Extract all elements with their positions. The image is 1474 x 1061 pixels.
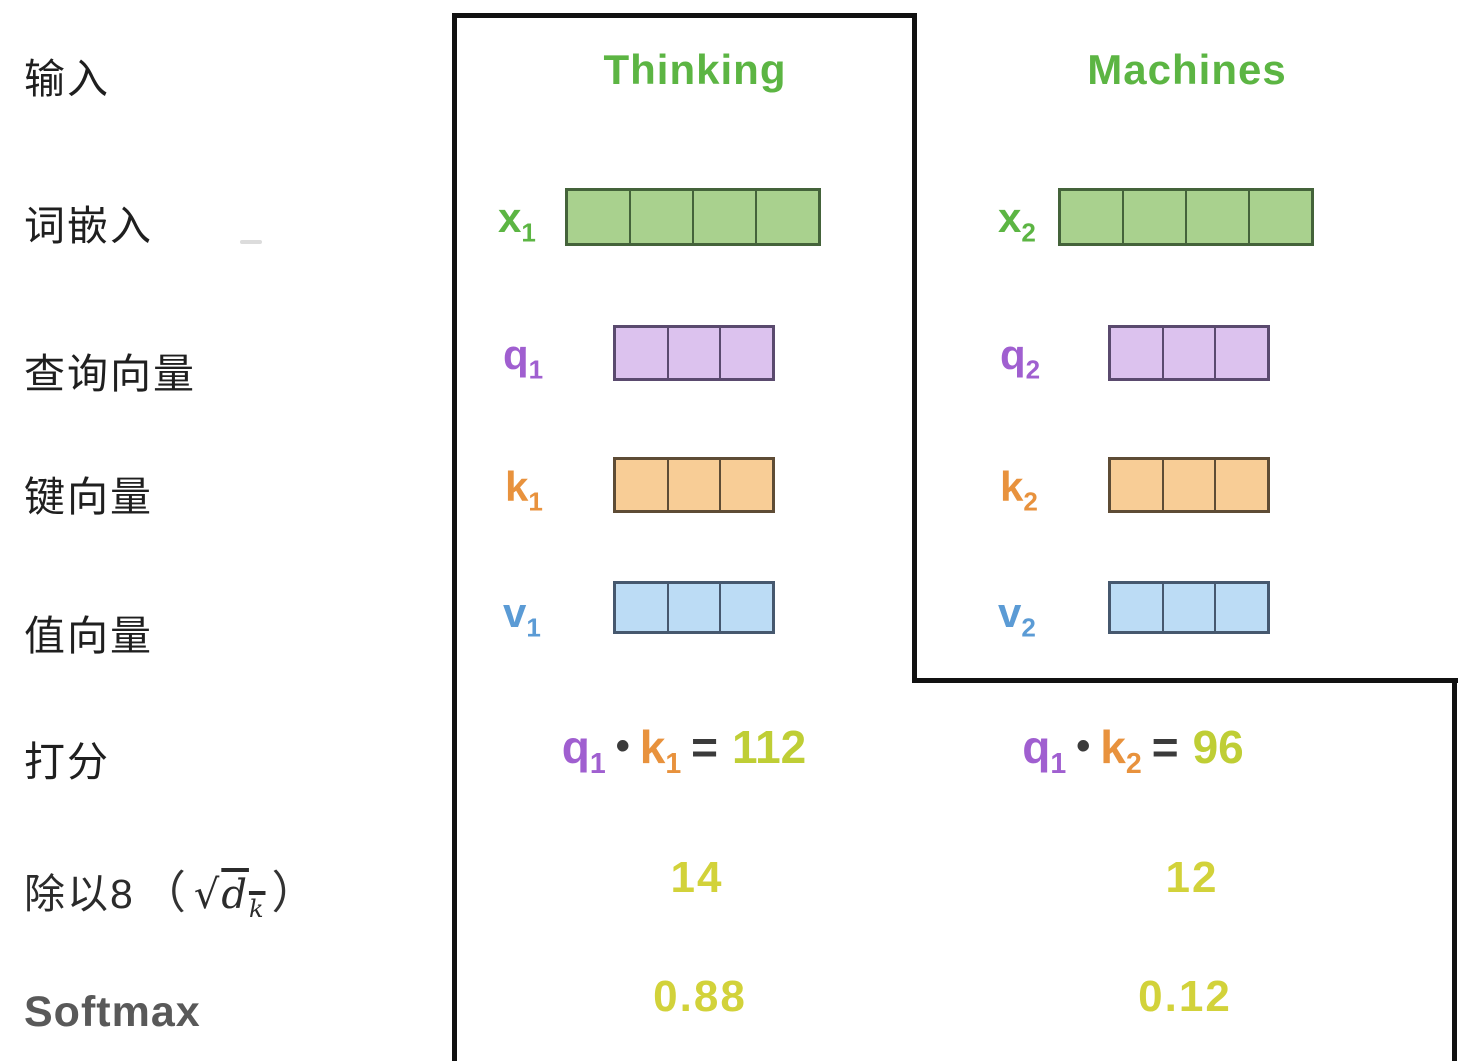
v2-label: v2 [998, 589, 1036, 643]
equals-sign: = [691, 721, 719, 773]
q2-vector [1108, 325, 1270, 381]
vector-cell [1111, 328, 1164, 378]
vector-cell [668, 460, 722, 510]
vector-cell [568, 191, 631, 243]
k1-vector [613, 457, 775, 513]
vector-cell [1111, 584, 1164, 631]
softmax-value-machines: 0.12 [1138, 972, 1232, 1021]
sqrt-dk-formula: √dk [193, 872, 266, 923]
dot-operator: • [615, 724, 630, 768]
divided-value-thinking: 14 [670, 853, 724, 902]
vector-cell [694, 191, 757, 243]
vector-cell [757, 191, 818, 243]
vector-cell [616, 584, 669, 631]
vector-cell [1187, 191, 1250, 243]
scan-artifact [240, 240, 262, 244]
dot-operator: • [1076, 724, 1091, 768]
row-label-embedding: 词嵌入 [24, 203, 153, 249]
vector-cell [1124, 191, 1187, 243]
vector-cell [721, 460, 773, 510]
v1-label: v1 [503, 589, 541, 643]
row-label-divide: 除以8（√dk） [24, 856, 325, 923]
vector-cell [1216, 460, 1268, 510]
frame-left-vertical [452, 13, 457, 1061]
q2-label: q2 [1000, 331, 1041, 385]
sqrt-sub: k [248, 895, 266, 923]
vector-cell [1163, 460, 1217, 510]
vector-cell [721, 328, 773, 378]
row-label-value: 值向量 [24, 613, 153, 659]
v2-vector [1108, 581, 1270, 634]
vector-cell [1111, 460, 1164, 510]
vector-cell [1216, 584, 1268, 631]
x2-vector [1058, 188, 1314, 246]
row-label-query: 查询向量 [24, 351, 196, 397]
k2-vector [1108, 457, 1270, 513]
column-title-machines: Machines [1087, 46, 1287, 93]
vector-cell [1163, 328, 1217, 378]
row-label-softmax: Softmax [24, 988, 201, 1036]
row-label-input: 输入 [24, 56, 110, 102]
vector-cell [1216, 328, 1268, 378]
score-machines: q1•k2=96 [1022, 721, 1244, 781]
equals-sign: = [1151, 721, 1179, 773]
vector-cell [631, 191, 694, 243]
row-label-score: 打分 [24, 739, 110, 785]
vector-cell [616, 460, 669, 510]
frame-mid-horizontal [912, 678, 1458, 683]
sqrt-base: d [221, 872, 249, 918]
vector-cell [1250, 191, 1311, 243]
sqrt-sign: √ [193, 872, 222, 918]
score-value: 112 [732, 721, 807, 773]
close-paren: ） [271, 867, 319, 918]
frame-top-horizontal [452, 13, 917, 18]
vector-cell [1163, 584, 1217, 631]
column-title-thinking: Thinking [603, 46, 787, 93]
x1-label: x1 [498, 194, 536, 248]
divide-text: 除以8 [24, 871, 135, 917]
q1-vector [613, 325, 775, 381]
frame-mid-vertical [912, 13, 917, 683]
vector-cell [668, 328, 722, 378]
open-paren: （ [140, 867, 188, 918]
softmax-value-thinking: 0.88 [653, 972, 747, 1021]
row-label-key: 键向量 [24, 474, 153, 520]
k2-label: k2 [1000, 463, 1038, 517]
vector-cell [721, 584, 773, 631]
q1-label: q1 [503, 331, 544, 385]
k1-label: k1 [505, 463, 543, 517]
v1-vector [613, 581, 775, 634]
vector-cell [668, 584, 722, 631]
divided-value-machines: 12 [1165, 853, 1219, 902]
vector-cell [616, 328, 669, 378]
vector-cell [1061, 191, 1124, 243]
x1-vector [565, 188, 821, 246]
score-value: 96 [1192, 721, 1244, 773]
score-thinking: q1•k1=112 [561, 721, 807, 781]
frame-right-vertical [1452, 678, 1457, 1061]
x2-label: x2 [998, 194, 1036, 248]
